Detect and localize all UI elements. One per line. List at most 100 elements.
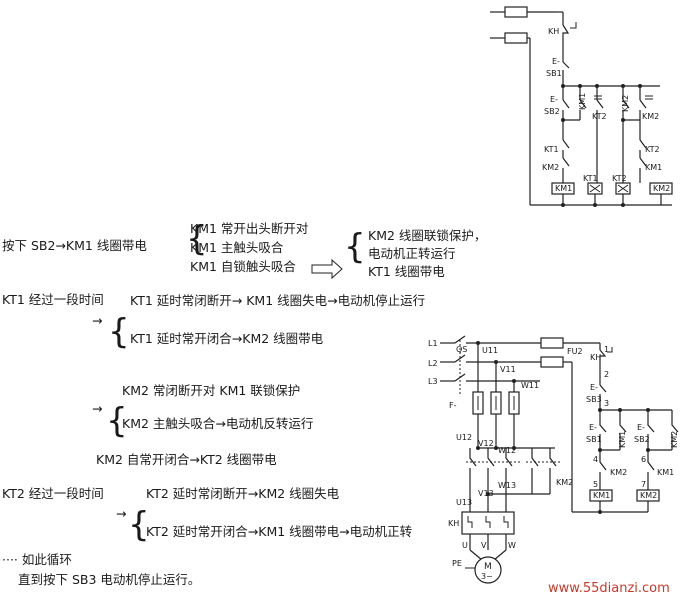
bot-label-sb3: SB3 [586, 395, 602, 404]
bot-label-km1-i: KM1 [657, 468, 674, 477]
bot-node-u12 [476, 446, 480, 450]
top-kt1-delay-contact [639, 99, 647, 120]
top-label-sb2: SB2 [544, 107, 560, 116]
bot-label-sb1: SB1 [586, 435, 602, 444]
text-stop: 直到按下 SB3 电动机停止运行。 [18, 572, 200, 587]
bot-label-fu2: FU2 [567, 347, 583, 356]
bot-label-v11: V11 [500, 365, 516, 374]
bot-node-w11 [512, 379, 516, 383]
text-kt2-no: KT2 延时常开闭合→KM1 线圈带电→电动机正转 [146, 524, 412, 539]
bot-label-n3: 3 [604, 399, 609, 408]
bot-qs-switch [454, 335, 466, 382]
bot-label-km1-s: KM1 [618, 431, 627, 448]
top-label-e2: E- [550, 95, 558, 104]
bot-label-km2-main: KM2 [556, 478, 573, 487]
bot-label-v13: V13 [478, 489, 494, 498]
bot-coil-km1 [589, 489, 613, 502]
top-label-sb1: SB1 [546, 69, 562, 78]
arrow-1: → [92, 313, 102, 328]
text-km1-line2: KM1 主触头吸合 [190, 240, 284, 255]
top-label-coil-kt1: KT1 [583, 174, 598, 183]
bot-label-e5: E- [637, 423, 645, 432]
text-km2-line2: 电动机正转运行 [368, 246, 456, 261]
bot-km1-main-v [487, 448, 495, 482]
text-km2-line1: KM2 线圈联锁保护， [368, 228, 486, 243]
top-kt2-contact [596, 99, 604, 120]
bot-km1-self [619, 410, 627, 450]
bot-km2-interlock [599, 450, 607, 490]
bot-label-l1: L1 [428, 339, 438, 348]
bot-label-w11: W11 [521, 381, 539, 390]
bot-label-l3: L3 [428, 377, 438, 386]
bot-label-km2-s: KM2 [670, 431, 679, 448]
bot-label-n6: 6 [641, 455, 646, 464]
bot-label-u12: U12 [456, 433, 472, 442]
bot-km1-interlock [647, 450, 655, 490]
top-node-9 [593, 203, 597, 207]
top-label-kt2-a: KT2 [592, 112, 607, 121]
top-label-coil-kt2: KT2 [612, 174, 627, 183]
bot-label-u11: U11 [482, 346, 498, 355]
brace-4: { [106, 401, 128, 441]
bot-label-v: V [481, 541, 487, 550]
watermark-text: www.55dianzi.com [548, 581, 670, 596]
top-kt2-nc [639, 139, 647, 158]
top-km1-selflock [579, 99, 587, 120]
bot-node-return [598, 510, 602, 514]
bot-label-u13: U13 [456, 498, 472, 507]
bot-kh-symbol [607, 347, 613, 353]
bot-label-km2-i: KM2 [610, 468, 627, 477]
bot-label-motor: M [484, 562, 492, 572]
bot-motor-lead-u [469, 549, 483, 561]
bot-kh-nc [599, 349, 607, 362]
bot-label-n2: 2 [604, 370, 609, 379]
top-sb1-contact [562, 61, 570, 80]
text-km1-line1: KM1 常开出头断开对 [190, 221, 308, 236]
bot-node-v11 [494, 360, 498, 364]
bot-thermal-relay [461, 511, 515, 535]
bot-node-v12 [494, 446, 498, 450]
bot-sb2 [647, 410, 655, 450]
top-node-7 [621, 118, 625, 122]
top-label-km2-a: KM2 [621, 95, 630, 112]
brace-2: { [344, 227, 366, 267]
top-sb2-contact [562, 99, 570, 120]
bot-label-f: F- [449, 401, 457, 410]
text-kt1-no: KT1 延时常开闭合→KM2 线圈带电 [130, 331, 324, 346]
explanation-block: 按下 SB2→KM1 线圈带电 { KM1 常开出头断开对 KM1 主触头吸合 … [2, 219, 486, 587]
top-kh-symbol [570, 22, 577, 29]
top-control-circuit: KH E- SB1 E- SB2 KM1 KT2 KM2 [490, 6, 673, 207]
brace-3: { [108, 312, 130, 352]
top-kt2-delay-symbol [594, 95, 602, 100]
bot-node-w12 [512, 446, 516, 450]
text-km2-line3: KT1 线圈带电 [368, 264, 445, 279]
bot-label-n1: 1 [604, 345, 609, 354]
bot-label-n4: 4 [593, 455, 598, 464]
text-km1-line3: KM1 自锁触头吸合 [190, 259, 296, 274]
top-kt1-nc [562, 139, 570, 158]
top-coil-kt1-mark [589, 184, 601, 193]
text-kt1-nc: KT1 延时常闭断开→ KM1 线圈失电→电动机停止运行 [130, 293, 425, 308]
top-label-km2-c: KM2 [542, 163, 559, 172]
bot-label-u: U [462, 541, 468, 550]
bot-label-e3: E- [590, 383, 598, 392]
text-kt1-elapsed: KT1 经过一段时间 [2, 292, 104, 307]
bot-sb1 [599, 410, 607, 450]
bottom-circuit: L1 L2 L3 QS F- U11 V11 W11 FU2 [428, 335, 679, 584]
top-kt1-delay-symbol [645, 95, 653, 100]
bot-thermal-elements [467, 516, 509, 528]
text-km2-nc: KM2 常闭断开对 KM1 联锁保护 [122, 383, 300, 398]
text-km2-self: KM2 自常开闭合→KT2 线圈带电 [96, 452, 277, 467]
bot-label-motor-phase: 3~ [481, 572, 493, 581]
top-kh-contact [562, 24, 570, 45]
arrow-3: → [116, 506, 126, 521]
bot-km1-main-w [505, 448, 513, 482]
bot-label-kh: KH [448, 519, 459, 528]
top-label-kt2-c: KT2 [645, 145, 660, 154]
text-loop: ···· 如此循环 [2, 552, 72, 567]
brace-1: { [186, 219, 208, 259]
bot-label-v12: V12 [478, 439, 494, 448]
bot-km2-main-v [549, 448, 557, 482]
bot-label-e4: E- [589, 423, 597, 432]
